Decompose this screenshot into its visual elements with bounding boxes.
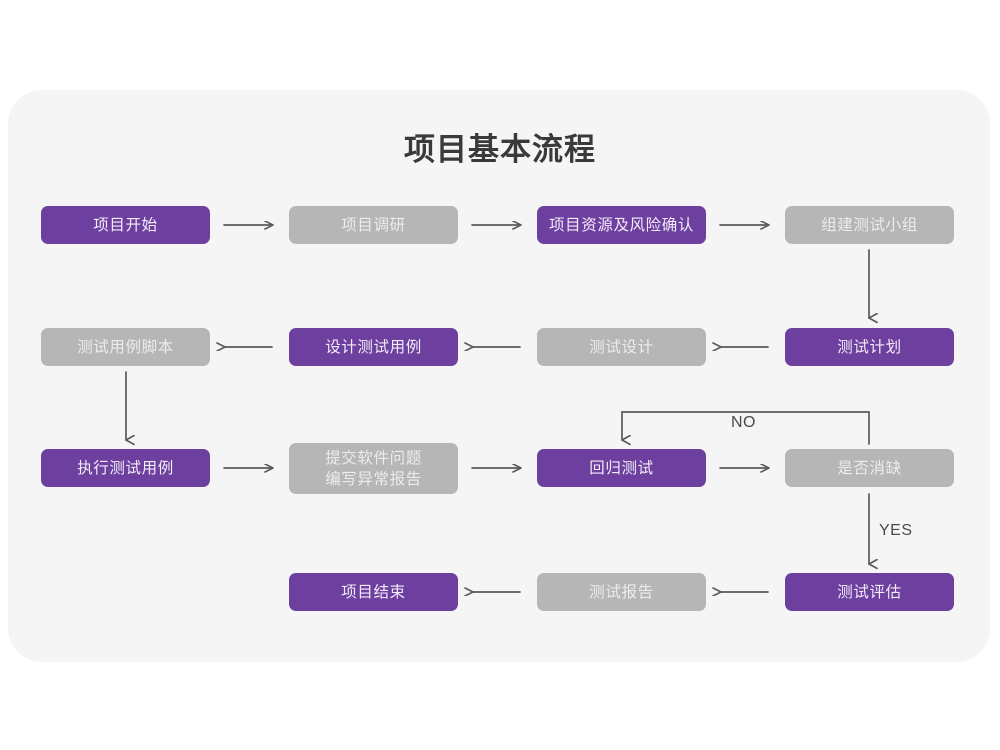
node-label: 测试计划 [837,338,902,356]
node-project-end[interactable]: 项目结束 [289,573,458,611]
node-label: 测试评估 [837,583,902,601]
node-project-start[interactable]: 项目开始 [41,206,210,244]
node-design-test-case[interactable]: 设计测试用例 [289,328,458,366]
node-test-report[interactable]: 测试报告 [537,573,706,611]
node-test-design[interactable]: 测试设计 [537,328,706,366]
node-label: 项目结束 [341,583,406,601]
flowchart-card [8,90,990,662]
edge-label-no: NO [731,414,756,431]
node-label: 设计测试用例 [325,338,422,356]
node-test-evaluation[interactable]: 测试评估 [785,573,954,611]
page-title: 项目基本流程 [404,132,596,167]
node-project-research[interactable]: 项目调研 [289,206,458,244]
edge-label-yes: YES [879,522,913,539]
node-label: 回归测试 [589,459,654,477]
node-resource-risk-confirm[interactable]: 项目资源及风险确认 [537,206,706,244]
node-build-test-team[interactable]: 组建测试小组 [785,206,954,244]
node-label: 测试设计 [589,338,654,356]
node-label: 项目调研 [341,216,406,234]
node-label: 测试报告 [589,583,654,601]
node-label: 是否消缺 [837,459,902,477]
node-label: 提交软件问题 编写异常报告 [325,449,422,488]
node-submit-issue-report[interactable]: 提交软件问题 编写异常报告 [289,443,458,494]
node-execute-test-case[interactable]: 执行测试用例 [41,449,210,487]
node-label: 执行测试用例 [77,459,174,477]
node-test-case-script[interactable]: 测试用例脚本 [41,328,210,366]
node-label: 项目资源及风险确认 [549,216,694,234]
node-test-plan[interactable]: 测试计划 [785,328,954,366]
node-label: 测试用例脚本 [77,338,174,356]
node-label: 组建测试小组 [821,216,918,234]
node-defect-resolved-decision[interactable]: 是否消缺 [785,449,954,487]
node-regression-test[interactable]: 回归测试 [537,449,706,487]
node-label: 项目开始 [93,216,158,234]
